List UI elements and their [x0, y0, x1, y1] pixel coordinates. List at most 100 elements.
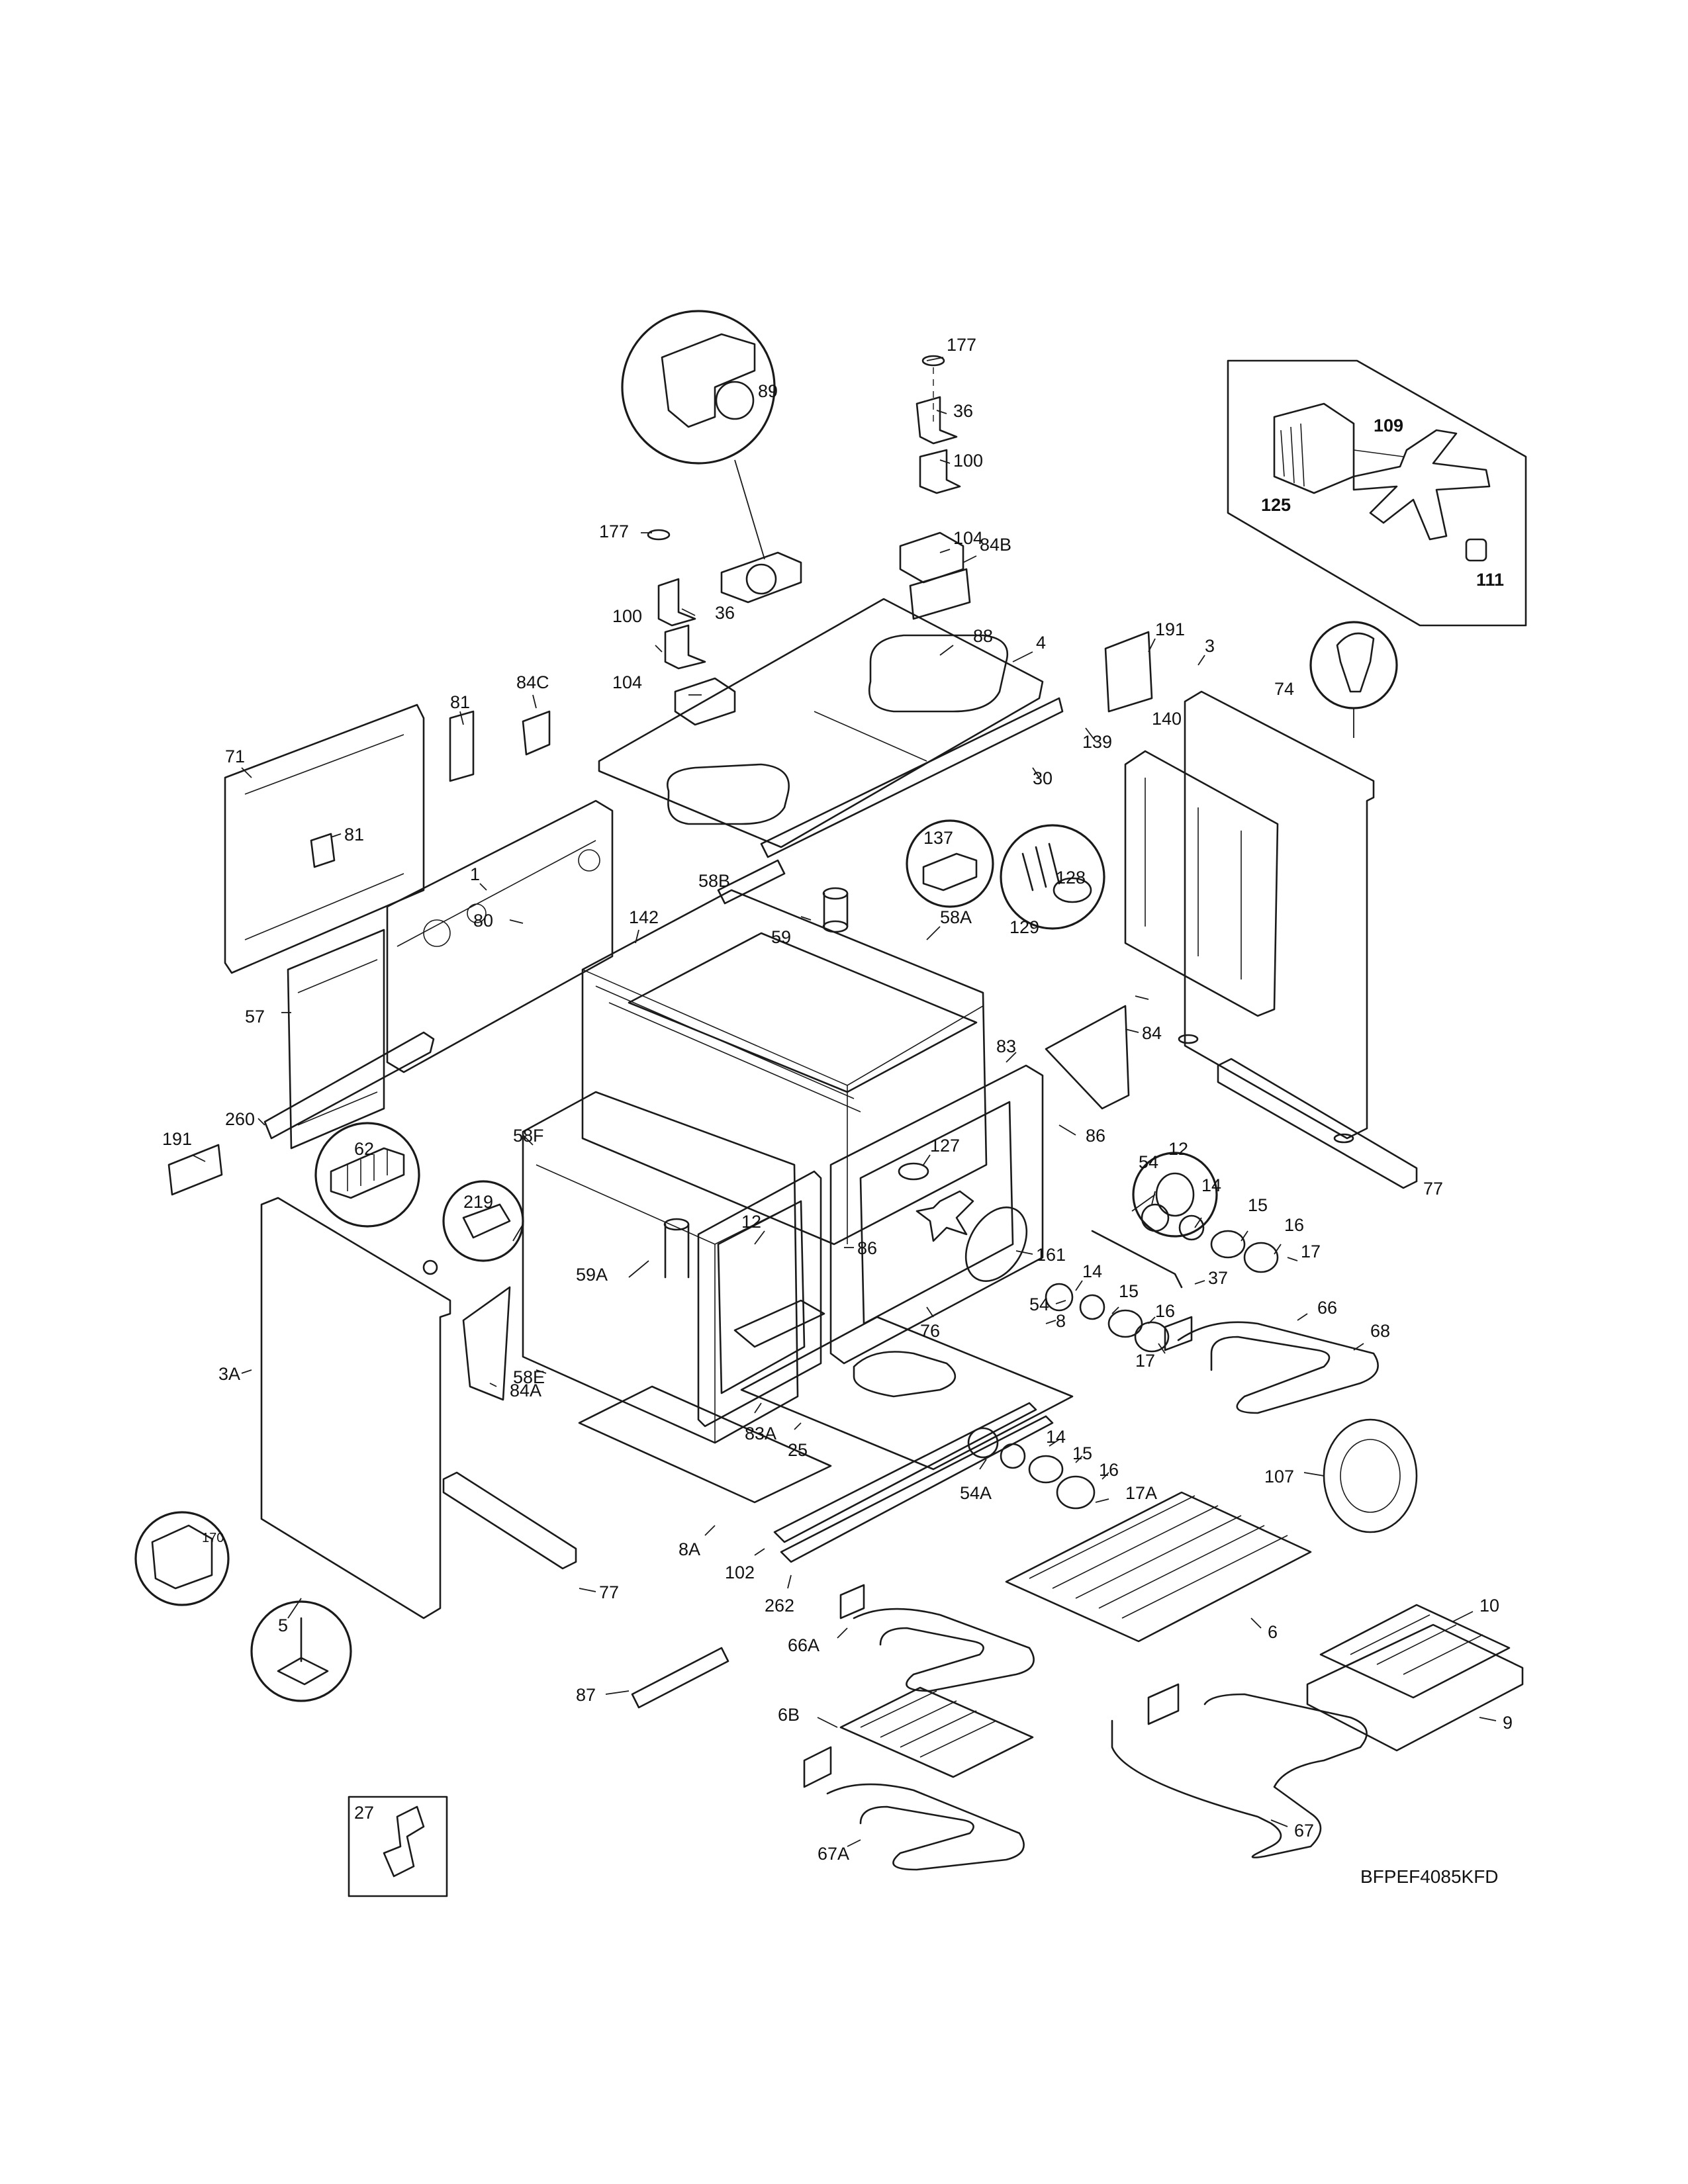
label-86-left: 86: [857, 1238, 877, 1258]
label-100-left: 100: [612, 606, 642, 626]
label-54-right: 54: [1139, 1152, 1158, 1172]
label-87: 87: [576, 1685, 596, 1705]
label-14-mid: 14: [1082, 1261, 1102, 1281]
label-59A: 59A: [576, 1265, 608, 1285]
label-104-left: 104: [612, 672, 642, 692]
model-code-label: BFPEF4085KFD: [1360, 1866, 1499, 1887]
side-panels: [1045, 631, 1418, 1189]
label-58B: 58B: [698, 871, 730, 891]
label-27: 27: [354, 1803, 374, 1823]
label-17-right: 17: [1301, 1242, 1321, 1261]
label-81-top: 81: [450, 692, 470, 712]
label-58A: 58A: [940, 907, 972, 927]
label-109: 109: [1374, 416, 1403, 435]
label-71: 71: [225, 747, 245, 766]
label-12-left: 12: [741, 1212, 761, 1232]
label-17A: 17A: [1125, 1483, 1157, 1503]
label-219: 219: [463, 1192, 493, 1212]
label-88: 88: [973, 626, 993, 646]
label-6: 6: [1268, 1622, 1278, 1642]
label-140: 140: [1152, 709, 1182, 729]
label-77-left: 77: [599, 1582, 619, 1602]
label-54A: 54A: [960, 1483, 992, 1503]
label-37: 37: [1208, 1268, 1228, 1288]
label-89: 89: [758, 381, 778, 401]
label-59: 59: [771, 927, 791, 947]
label-58F: 58F: [513, 1126, 544, 1146]
label-177-left: 177: [599, 522, 629, 541]
label-80: 80: [473, 911, 493, 931]
label-81-mid: 81: [344, 825, 364, 844]
light-assemblies: [967, 1203, 1279, 1510]
part-labels: 177 36 100 104 84B 89 177 100 36 4 88 10…: [162, 335, 1513, 1864]
label-30: 30: [1033, 768, 1053, 788]
label-260: 260: [225, 1109, 255, 1129]
label-16-right: 16: [1284, 1215, 1304, 1235]
callout-contents: [151, 333, 1375, 1686]
rear-panels: [224, 704, 614, 1150]
label-128: 128: [1056, 868, 1086, 887]
label-9: 9: [1503, 1713, 1513, 1733]
label-76: 76: [920, 1321, 940, 1341]
label-16-mid: 16: [1155, 1301, 1175, 1321]
label-74: 74: [1274, 679, 1294, 699]
label-84A: 84A: [510, 1381, 541, 1400]
label-58E: 58E: [513, 1367, 545, 1387]
label-68: 68: [1370, 1321, 1390, 1341]
label-107: 107: [1264, 1467, 1294, 1486]
label-86-right: 86: [1086, 1126, 1105, 1146]
label-36-left: 36: [715, 603, 735, 623]
label-66: 66: [1317, 1298, 1337, 1318]
label-127: 127: [930, 1136, 960, 1156]
label-102: 102: [725, 1563, 755, 1582]
label-25: 25: [788, 1440, 808, 1460]
label-12-right: 12: [1168, 1139, 1188, 1159]
label-125: 125: [1261, 495, 1291, 515]
label-14-low: 14: [1046, 1427, 1066, 1447]
lower-oven-cavity: [522, 1091, 1074, 1504]
label-84: 84: [1142, 1023, 1162, 1043]
label-137: 137: [923, 828, 953, 848]
label-66A: 66A: [788, 1635, 820, 1655]
label-3: 3: [1205, 636, 1215, 656]
top-brackets: [522, 355, 971, 756]
label-191-right: 191: [1155, 619, 1185, 639]
label-10: 10: [1479, 1596, 1499, 1615]
label-8A: 8A: [679, 1539, 700, 1559]
rails: [631, 1402, 1054, 1709]
label-191-left: 191: [162, 1129, 192, 1149]
label-77-right: 77: [1423, 1179, 1443, 1199]
label-57: 57: [245, 1007, 265, 1026]
label-14-right: 14: [1201, 1175, 1221, 1195]
label-170: 170: [202, 1531, 224, 1545]
label-100-top: 100: [953, 451, 983, 471]
label-67A: 67A: [818, 1844, 849, 1864]
label-16-low: 16: [1099, 1460, 1119, 1480]
racks-and-elements: [803, 1316, 1524, 1871]
label-15-low: 15: [1072, 1443, 1092, 1463]
label-4: 4: [1036, 633, 1046, 653]
label-17-mid: 17: [1135, 1351, 1155, 1371]
label-6B: 6B: [778, 1705, 800, 1725]
convection-fan-inset: [1227, 359, 1527, 627]
label-177-top: 177: [947, 335, 976, 355]
label-83: 83: [996, 1036, 1016, 1056]
label-3A: 3A: [218, 1364, 240, 1384]
label-129: 129: [1009, 917, 1039, 937]
label-62: 62: [354, 1139, 374, 1159]
leader-lines: [191, 357, 1497, 1847]
label-142: 142: [629, 907, 659, 927]
label-104-top: 104: [953, 528, 983, 548]
left-front-panel: [167, 1031, 577, 1619]
label-8: 8: [1056, 1311, 1066, 1331]
label-36-top: 36: [953, 401, 973, 421]
label-262: 262: [765, 1596, 794, 1615]
upper-oven-cavity: [581, 859, 1044, 1365]
label-83A: 83A: [745, 1424, 776, 1443]
label-15-mid: 15: [1119, 1281, 1139, 1301]
label-1: 1: [470, 864, 480, 884]
callout-circles: [134, 310, 1398, 1702]
label-84C: 84C: [516, 672, 549, 692]
label-54-mid: 54: [1029, 1295, 1049, 1314]
